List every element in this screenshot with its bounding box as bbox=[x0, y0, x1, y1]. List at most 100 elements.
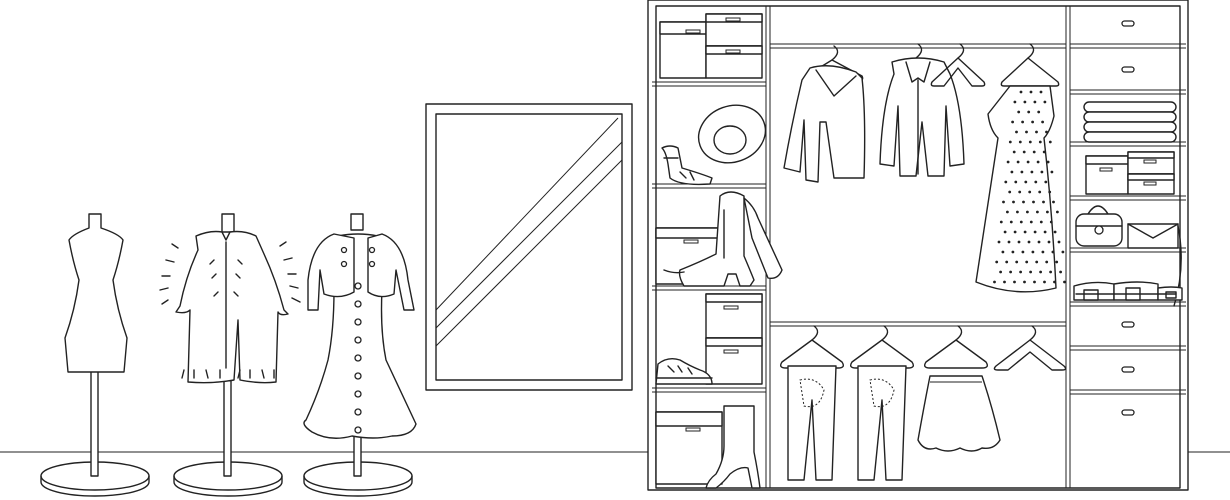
polka-dot bbox=[1039, 220, 1043, 224]
folded-towels bbox=[1083, 101, 1177, 143]
polka-dot bbox=[1051, 250, 1055, 254]
polka-dot bbox=[1014, 180, 1018, 184]
polka-dot bbox=[1013, 280, 1016, 284]
polka-dot bbox=[1025, 130, 1028, 134]
polka-dot bbox=[1009, 220, 1013, 224]
polka-dot bbox=[1012, 200, 1015, 204]
polka-dot bbox=[1057, 240, 1061, 244]
polka-dot bbox=[1028, 140, 1032, 144]
polka-dot bbox=[1035, 130, 1038, 134]
polka-dot bbox=[999, 220, 1003, 224]
storage-boxes-top-left bbox=[659, 13, 763, 79]
polka-dot bbox=[1033, 100, 1037, 104]
polka-dot bbox=[1017, 110, 1021, 114]
polka-dot bbox=[1025, 260, 1029, 264]
polka-dot bbox=[1016, 160, 1020, 164]
polka-dot bbox=[1005, 260, 1009, 264]
polka-dot bbox=[1022, 150, 1026, 154]
empty-hanger-top bbox=[930, 43, 986, 87]
polka-dot bbox=[1043, 100, 1047, 104]
polka-dot bbox=[1027, 110, 1031, 114]
polka-dot bbox=[1044, 180, 1048, 184]
polka-dot bbox=[1031, 250, 1035, 254]
polka-dot bbox=[1029, 270, 1032, 274]
polka-dot bbox=[1052, 200, 1055, 204]
hanger-jacket bbox=[879, 43, 965, 177]
polka-dot bbox=[1029, 220, 1033, 224]
polka-dot bbox=[1019, 270, 1022, 274]
polka-dot bbox=[1023, 230, 1027, 234]
polka-dot bbox=[1042, 150, 1046, 154]
polka-dot bbox=[1026, 160, 1030, 164]
polka-dot bbox=[1023, 280, 1026, 284]
polka-dot bbox=[1003, 280, 1006, 284]
polka-dot bbox=[1056, 210, 1059, 214]
polka-dot bbox=[999, 270, 1002, 274]
polka-dots bbox=[993, 90, 1066, 284]
polka-dot bbox=[1055, 260, 1059, 264]
polka-dot bbox=[997, 240, 1001, 244]
polka-dot bbox=[1041, 250, 1045, 254]
polka-dot bbox=[1034, 180, 1038, 184]
polka-dot bbox=[1021, 120, 1024, 124]
polka-dot bbox=[1016, 210, 1019, 214]
polka-dot bbox=[1033, 230, 1037, 234]
polka-dot bbox=[1022, 200, 1025, 204]
polka-dot bbox=[1038, 140, 1042, 144]
hanger-jeans-2 bbox=[849, 325, 915, 481]
polka-dot bbox=[1029, 90, 1033, 94]
polka-dot bbox=[1009, 270, 1012, 274]
polka-dot bbox=[1059, 270, 1062, 274]
polka-dot bbox=[1031, 120, 1034, 124]
hanger-sweater bbox=[783, 45, 866, 183]
polka-dot bbox=[1015, 130, 1018, 134]
sun-hat bbox=[697, 104, 767, 164]
polka-dot bbox=[1042, 200, 1045, 204]
polka-dot bbox=[1013, 230, 1017, 234]
polka-dot bbox=[993, 280, 996, 284]
polka-dot bbox=[1008, 190, 1012, 194]
polka-dot bbox=[1017, 240, 1021, 244]
mannequin-plain bbox=[40, 213, 150, 497]
polka-dot bbox=[1039, 270, 1042, 274]
polka-dot bbox=[1027, 240, 1031, 244]
polka-dot bbox=[1026, 210, 1029, 214]
polka-dot bbox=[1024, 180, 1028, 184]
polka-dot bbox=[1061, 250, 1065, 254]
dress-buttons bbox=[340, 246, 376, 434]
polka-dot bbox=[1035, 260, 1039, 264]
polka-dot bbox=[1037, 240, 1041, 244]
belts bbox=[1073, 281, 1183, 301]
polka-dot bbox=[1013, 100, 1017, 104]
polka-dot bbox=[1006, 160, 1010, 164]
polka-dot bbox=[1032, 150, 1036, 154]
polka-dot bbox=[1045, 130, 1048, 134]
polka-dot bbox=[1003, 230, 1007, 234]
polka-dot bbox=[1019, 90, 1023, 94]
polka-dot bbox=[1041, 120, 1044, 124]
polka-dot bbox=[1053, 230, 1057, 234]
polka-dot bbox=[1020, 170, 1024, 174]
polka-dot bbox=[1006, 210, 1009, 214]
polka-dot bbox=[1019, 220, 1023, 224]
polka-dot bbox=[1010, 170, 1014, 174]
polka-dot bbox=[1053, 280, 1056, 284]
sneaker bbox=[655, 357, 713, 385]
drawer-knobs bbox=[1121, 20, 1135, 416]
polka-dot bbox=[1008, 140, 1012, 144]
polka-dot bbox=[1045, 260, 1049, 264]
floor-mirror bbox=[425, 103, 633, 391]
hanger-skirt bbox=[917, 325, 1001, 452]
polka-dot bbox=[1015, 260, 1019, 264]
polka-dot bbox=[1011, 120, 1014, 124]
polka-dot bbox=[1030, 170, 1034, 174]
polka-dot bbox=[1023, 100, 1027, 104]
polka-dot bbox=[1047, 240, 1051, 244]
polka-dot bbox=[1037, 110, 1041, 114]
empty-hanger-bottom bbox=[993, 325, 1067, 371]
mannequin-fur-coat bbox=[159, 213, 301, 497]
polka-dot bbox=[1004, 180, 1008, 184]
polka-dot bbox=[1007, 240, 1011, 244]
polka-dot bbox=[1018, 190, 1022, 194]
polka-dot bbox=[995, 260, 999, 264]
